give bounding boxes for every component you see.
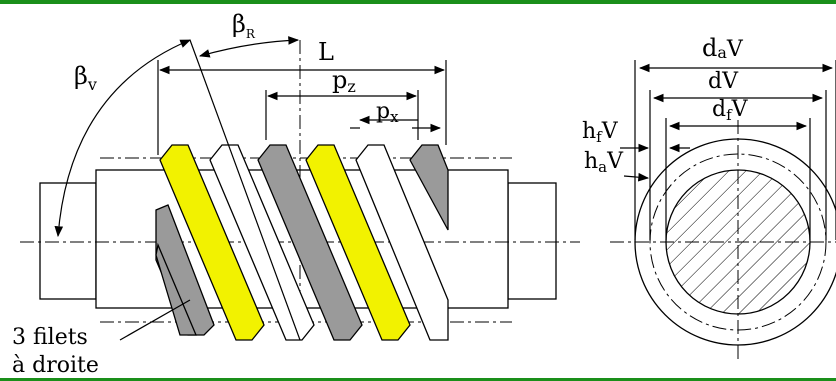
label-dv: dV <box>708 69 739 94</box>
thread-gray-2 <box>409 144 449 231</box>
dim-diameters <box>620 60 836 240</box>
label-px: px <box>376 99 399 126</box>
beta-arcs <box>54 36 301 341</box>
thread-gray-1 <box>257 144 363 341</box>
caption-line1: 3 filets <box>12 325 88 350</box>
caption-line2: à droite <box>12 353 99 378</box>
label-beta-v: βv <box>74 62 97 94</box>
dim-pz <box>265 90 419 140</box>
worm-cross-section <box>610 120 836 360</box>
thread-white-2 <box>355 144 449 341</box>
label-beta-r: βR <box>232 10 256 41</box>
threads-top <box>159 144 449 341</box>
dim-L <box>157 60 447 155</box>
dim-px <box>350 115 442 133</box>
right-shaft <box>507 182 557 300</box>
label-hfv: hfV <box>582 119 619 146</box>
thread-yellow-2 <box>305 144 411 341</box>
caption-leader <box>119 299 191 341</box>
top-bar <box>0 0 836 4</box>
left-shaft <box>39 182 97 300</box>
label-hav: haV <box>584 149 624 176</box>
label-dfv: dfV <box>712 97 749 124</box>
bottom-rule <box>0 378 836 381</box>
label-dav: daV <box>702 34 744 62</box>
label-pz: pz <box>332 66 356 96</box>
label-L: L <box>318 38 334 66</box>
thread-white-1 <box>209 144 315 341</box>
